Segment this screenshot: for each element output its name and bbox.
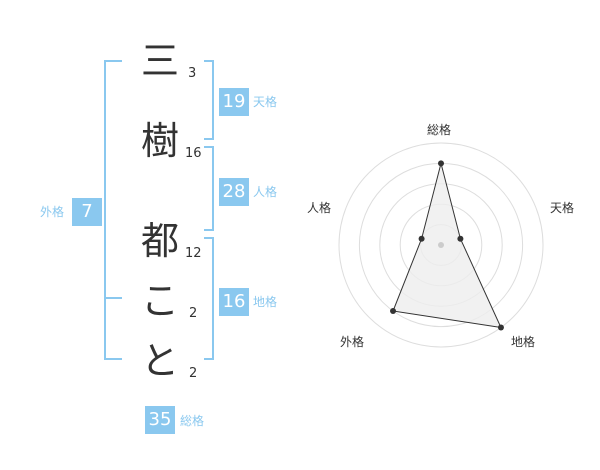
tenkaku-bracket — [204, 60, 214, 140]
tenkaku-value: 19 — [219, 88, 249, 116]
radar-point-4 — [390, 308, 397, 315]
name-char-2: 樹 — [140, 119, 179, 163]
name-char-3: 都 — [140, 219, 179, 263]
stroke-count-3: 12 — [185, 246, 202, 261]
radar-label-chikaku: 地格 — [511, 335, 536, 349]
tenkaku-label: 天格 — [253, 95, 278, 109]
radar-label-jinkaku: 人格 — [307, 201, 332, 215]
stroke-count-5: 2 — [189, 366, 198, 381]
stroke-count-2: 16 — [185, 146, 202, 161]
radar-label-tenkaku: 天格 — [550, 201, 575, 215]
radar-center-dot — [438, 242, 444, 248]
stroke-count-4: 2 — [189, 306, 198, 321]
gaikaku-value: 7 — [72, 198, 102, 226]
gaikaku-label: 外格 — [40, 205, 65, 219]
jinkaku-value: 28 — [219, 178, 249, 206]
name-char-5: と — [140, 339, 179, 383]
radar-series-area — [392, 163, 502, 329]
jinkaku-label: 人格 — [253, 185, 278, 199]
radar-label-gaikaku: 外格 — [340, 335, 365, 349]
radar-point-2 — [457, 235, 464, 242]
stroke-count-1: 3 — [188, 66, 197, 81]
radar-point-5 — [418, 235, 425, 242]
soukaku-value: 35 — [145, 406, 175, 434]
chikaku-bracket — [204, 237, 214, 360]
radar-ring — [338, 142, 544, 348]
name-char-1: 三 — [140, 39, 179, 83]
radar-point-3 — [497, 324, 504, 331]
name-char-4: こ — [140, 279, 179, 323]
soukaku-label: 総格 — [180, 414, 205, 428]
chikaku-value: 16 — [219, 288, 249, 316]
gaikaku-bracket — [104, 60, 122, 360]
radar-point-1 — [438, 160, 444, 167]
chikaku-label: 地格 — [253, 295, 278, 309]
radar-label-soukaku: 総格 — [427, 123, 452, 137]
jinkaku-bracket — [204, 146, 214, 231]
